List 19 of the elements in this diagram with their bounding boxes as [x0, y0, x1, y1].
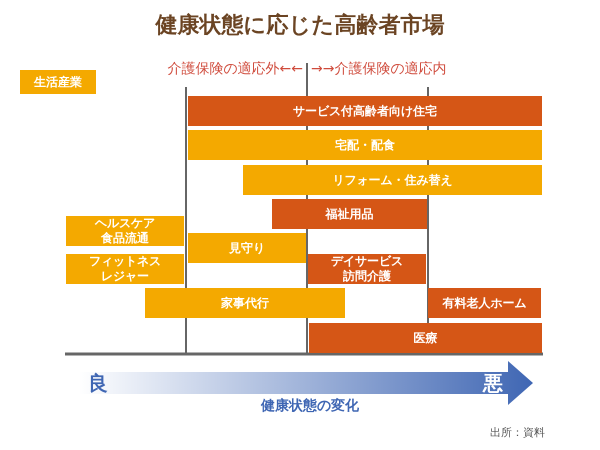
title: 健康状態に応じた高齢者市場 — [154, 12, 446, 40]
header-label: 介護保険の適応外←← — [168, 60, 303, 78]
market-bar: 見守り — [188, 233, 306, 263]
market-bar: ヘルスケア食品流通 — [66, 216, 184, 246]
legend-swatch: 生活産業 — [20, 70, 96, 94]
market-bar: 家事代行 — [145, 288, 345, 318]
market-bar: 医療 — [309, 323, 542, 353]
market-bar: 福祉用品 — [272, 199, 427, 229]
market-bar: リフォーム・住み替え — [243, 165, 542, 195]
market-bar: 宅配・配食 — [188, 130, 542, 160]
market-bar: 有料老人ホーム — [428, 288, 541, 318]
scale-label: 悪 — [483, 370, 503, 397]
source-note: 出所：資料 — [490, 425, 545, 440]
axis-label: 健康状態の変化 — [260, 397, 360, 415]
market-bar: デイサービス訪問介護 — [308, 254, 426, 284]
scale-label: 良 — [88, 370, 108, 397]
market-bar: サービス付高齢者向け住宅 — [188, 96, 542, 126]
header-label: →→介護保険の適応内 — [311, 60, 446, 78]
market-bar: フィットネスレジャー — [66, 254, 184, 284]
